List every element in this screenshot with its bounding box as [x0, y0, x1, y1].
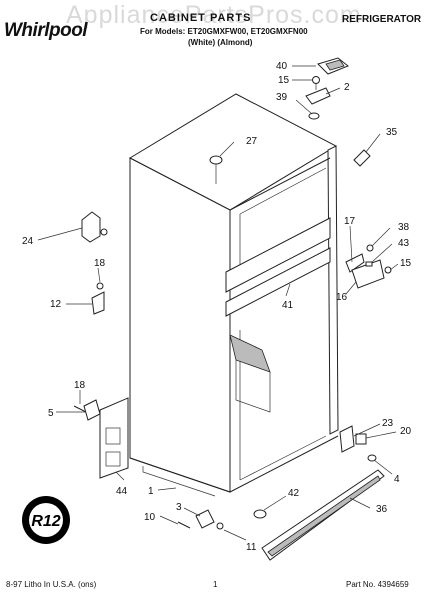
- callout-5: 5: [48, 408, 54, 419]
- roller-screw: [216, 522, 224, 530]
- roller-assembly: [177, 509, 224, 530]
- model-line: For Models: ET20GMXFW00, ET20GMXFN00: [140, 27, 308, 36]
- hinge-washer: [366, 244, 374, 252]
- callout-10: 10: [144, 512, 156, 523]
- rear-panel-cutout: [105, 427, 121, 445]
- cabinet-left-side: [129, 157, 231, 493]
- front-bottom-edge: [229, 435, 339, 493]
- page-title: CABINET PARTS: [150, 12, 252, 24]
- part-4: [367, 454, 377, 462]
- callout-44: 44: [116, 486, 128, 497]
- callout-35: 35: [386, 127, 398, 138]
- callout-40: 40: [276, 61, 288, 72]
- part-35-body: [353, 149, 371, 167]
- top-hinge: [305, 87, 331, 105]
- callout-4: 4: [394, 474, 400, 485]
- footer-litho: 8-97 Litho In U.S.A. (ons): [6, 580, 97, 589]
- parts-18-5: [73, 399, 101, 421]
- parts-18-12: [91, 282, 105, 315]
- plug: [209, 155, 223, 184]
- part-35: [353, 149, 371, 167]
- leader-lines: [37, 65, 399, 541]
- divider-mullion: [225, 217, 331, 293]
- callout-16: 16: [336, 292, 348, 303]
- hinge-screw: [312, 76, 320, 84]
- part-20: [355, 433, 367, 445]
- category-label: REFRIGERATOR: [342, 14, 422, 25]
- callout-24: 24: [22, 236, 34, 247]
- callout-15b: 15: [400, 258, 412, 269]
- callout-18a: 18: [94, 258, 106, 269]
- callout-27: 27: [246, 136, 258, 147]
- front-top-edge: [229, 157, 331, 211]
- cabinet: [99, 93, 339, 497]
- part-24: [81, 211, 108, 243]
- callout-41: 41: [282, 300, 294, 311]
- base-edge: [129, 457, 231, 493]
- bracket-12: [91, 291, 105, 315]
- watermark: AppliancePartsPros.com: [66, 1, 362, 29]
- rear-panel-cutout-2: [105, 451, 121, 467]
- callout-23: 23: [382, 418, 394, 429]
- screw-18b: [73, 405, 87, 413]
- hinge-bolt: [384, 266, 392, 274]
- callout-20: 20: [400, 426, 412, 437]
- plug-cap: [209, 155, 223, 165]
- callout-43: 43: [398, 238, 410, 249]
- callout-12: 12: [50, 299, 62, 310]
- crisper-box: [235, 360, 271, 413]
- top-hinge-assembly: [305, 57, 349, 120]
- badge-inner: [29, 503, 63, 537]
- callout-42: 42: [288, 488, 300, 499]
- parts-23-20-4: [339, 425, 377, 462]
- hinge-pin: [365, 261, 373, 267]
- hinge-cover-shade: [325, 59, 345, 71]
- callout-36: 36: [376, 504, 388, 515]
- part-42: [253, 509, 267, 519]
- r12-badge: R12: [22, 496, 70, 544]
- roller-bracket: [195, 509, 215, 529]
- callout-39: 39: [276, 92, 288, 103]
- center-hinge-assembly: [345, 244, 392, 289]
- footer-page-number: 1: [213, 580, 218, 589]
- roller-pin: [177, 521, 191, 529]
- hinge-shim: [308, 112, 320, 120]
- part-42-body: [253, 509, 267, 519]
- callout-2: 2: [344, 82, 350, 93]
- brand-logo: Whirlpool: [4, 20, 88, 41]
- footer-part-number: Part No. 4394659: [346, 580, 409, 589]
- callout-38: 38: [398, 222, 410, 233]
- divider-trim: [225, 247, 331, 317]
- color-line: (White) (Almond): [188, 38, 253, 47]
- callout-18b: 18: [74, 380, 86, 391]
- callout-3: 3: [176, 502, 182, 513]
- cabinet-right-edge: [327, 145, 339, 435]
- part-24-screw: [100, 228, 108, 236]
- badge-label: R12: [31, 513, 60, 530]
- part-24-body: [81, 211, 101, 243]
- callouts: 40 15 2 39 27 35 24 18 12 17 38 43 15 16…: [22, 61, 412, 553]
- bracket-5: [83, 399, 101, 421]
- screw-18: [96, 282, 104, 290]
- callout-11: 11: [246, 542, 257, 553]
- fresh-opening-bottom: [239, 435, 327, 481]
- toe-grille: [261, 469, 385, 561]
- callout-1: 1: [148, 486, 154, 497]
- bracket-23: [339, 425, 355, 453]
- callout-15a: 15: [278, 75, 290, 86]
- rear-panel: [99, 397, 129, 479]
- base-flange: [142, 466, 216, 497]
- callout-17: 17: [344, 216, 356, 227]
- grille-slot: [267, 475, 381, 557]
- freezer-opening-top: [239, 167, 327, 215]
- center-hinge-bracket: [345, 253, 365, 273]
